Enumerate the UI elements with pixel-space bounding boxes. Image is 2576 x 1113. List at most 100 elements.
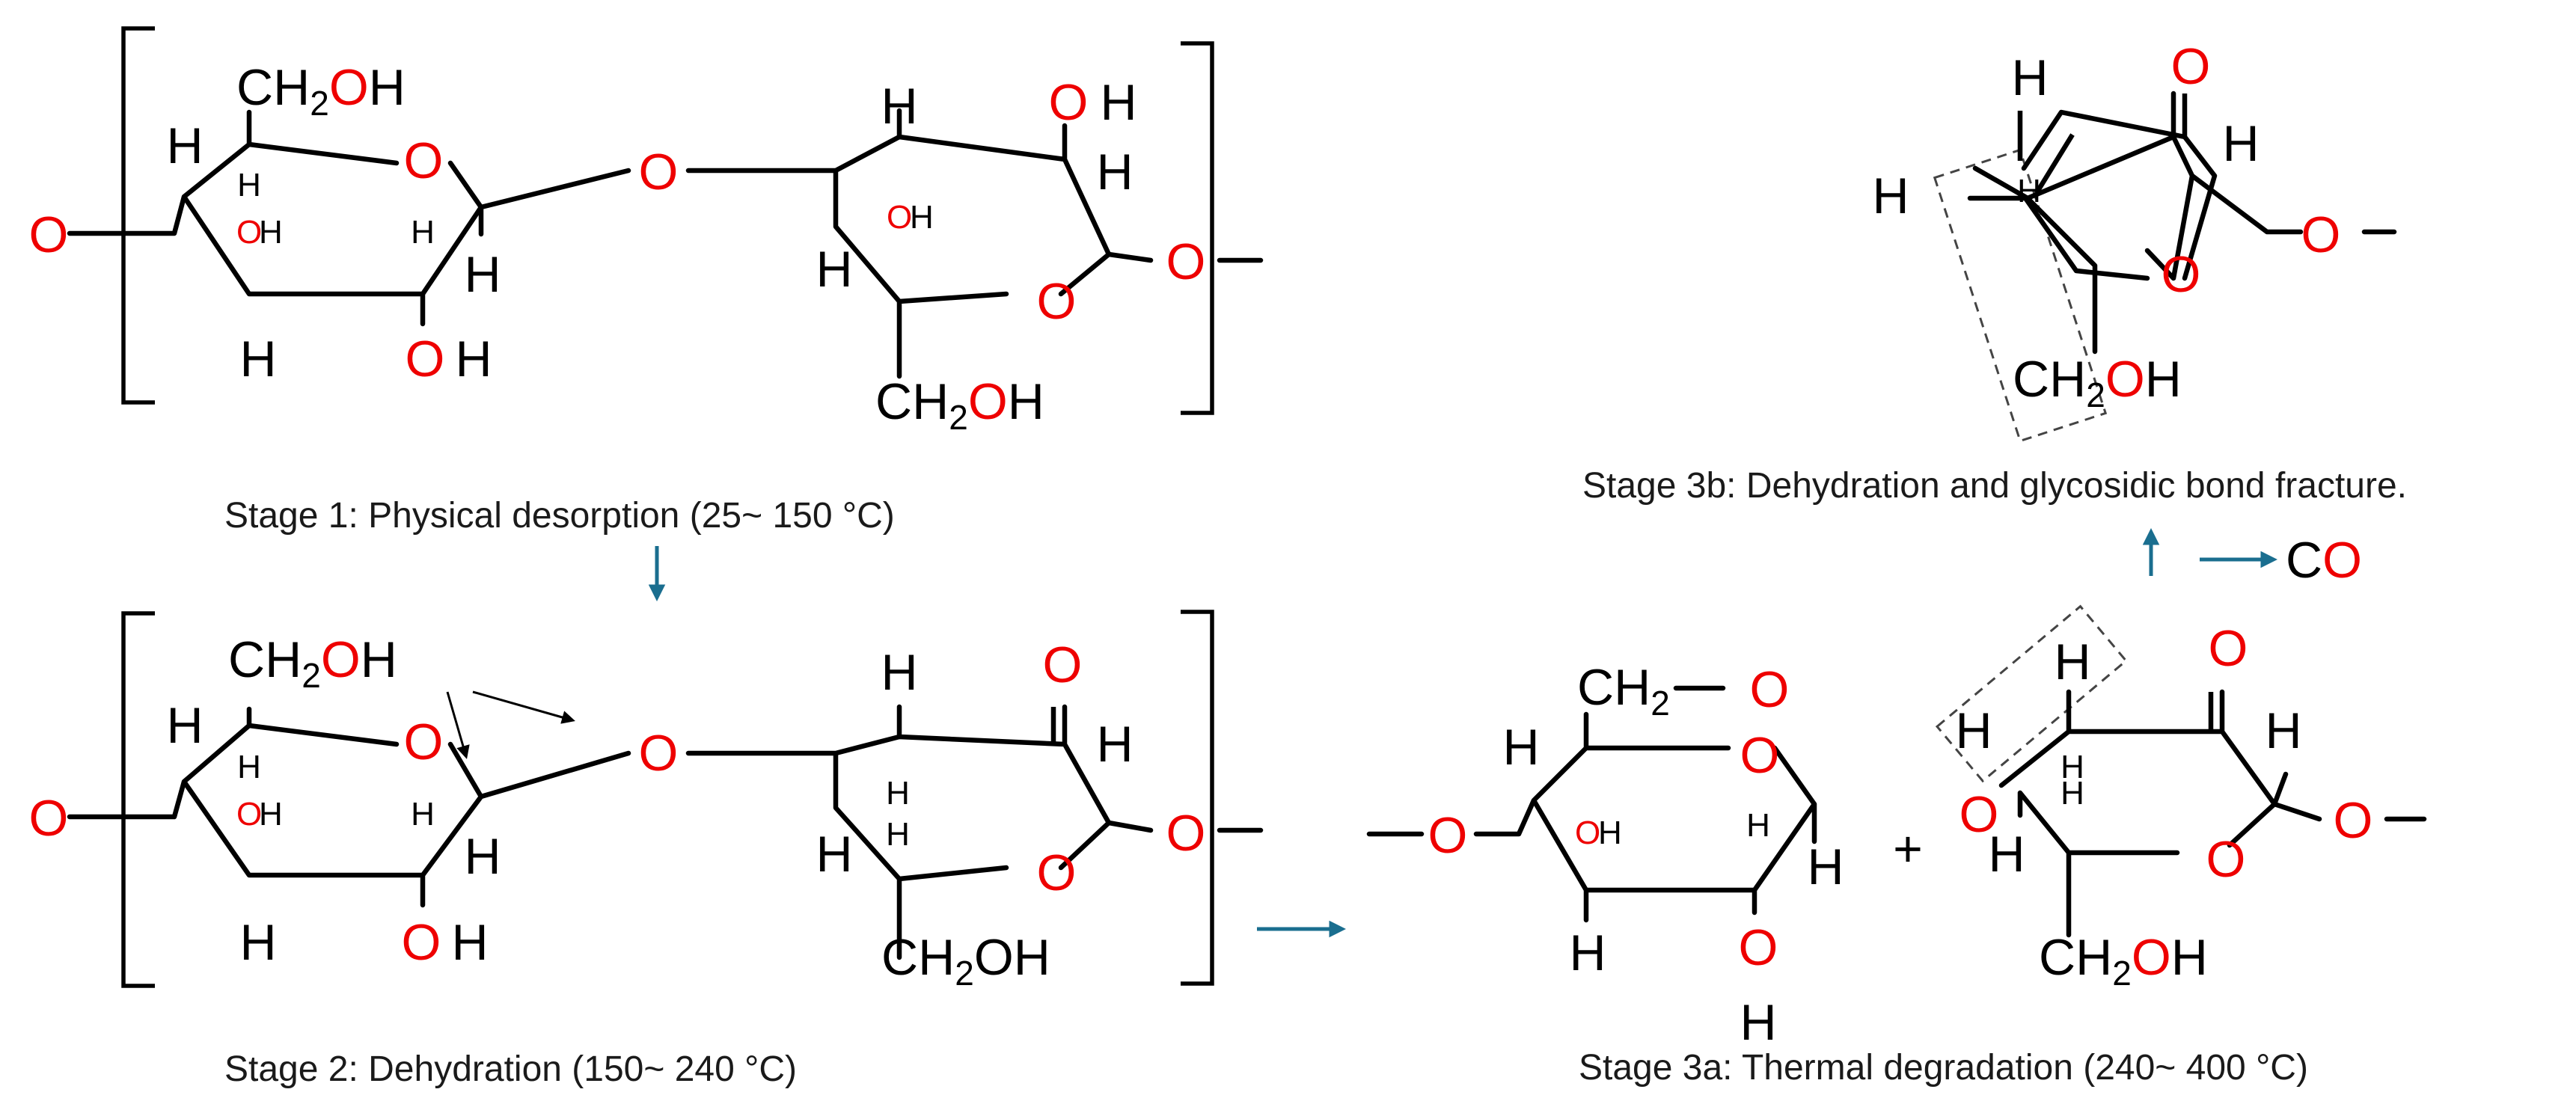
hydrogen-atom: H [411, 214, 435, 251]
carbonyl-oxygen: O [1043, 637, 1083, 693]
left-bracket [121, 26, 155, 405]
hydrogen-atom: H [2017, 173, 2041, 209]
hydrogen-atom: H [237, 749, 261, 785]
hydrogen-atom: H [2011, 49, 2048, 106]
glycosidic-oxygen: O [639, 144, 679, 200]
hydrogen-atom: H [2061, 749, 2084, 785]
hydrogen-atom: H [464, 246, 501, 303]
ring-oxygen: O [1740, 727, 1780, 784]
hydrogen-atom: H [237, 167, 261, 203]
hydroxyl-hydrogen: H [259, 796, 283, 833]
hydroxyl-hydrogen: H [1740, 994, 1776, 1051]
oxygen-atom-left-link: O [1428, 807, 1468, 864]
caption-stage3b: Stage 3b: Dehydration and glycosidic bon… [1582, 466, 2407, 506]
hydrogen-atom: H [1872, 168, 1909, 224]
hydrogen-atom: H [166, 117, 203, 174]
hydrogen-atom: H [886, 816, 910, 853]
hydrogen-atom: H [239, 331, 276, 387]
oxygen-atom-right-link: O [2334, 792, 2373, 849]
hydrogen-atom: H [1502, 719, 1539, 776]
hydrogen-atom: H [816, 241, 852, 298]
dashed-highlight-box [1933, 148, 2108, 443]
stage3a-levoglucosan: O H CH2 O O O H H H H O H [1366, 659, 1844, 1051]
left-bracket [121, 611, 155, 988]
hydrogen-atom: H [1569, 925, 1606, 981]
electron-arrow-1 [446, 691, 470, 759]
oxygen-atom-right-link: O [1166, 805, 1206, 862]
ring-oxygen-1: O [404, 132, 444, 189]
ring-oxygen: O [1037, 844, 1077, 901]
alkene-double-bond [2034, 133, 2075, 194]
ring-oxygen: O [404, 714, 444, 770]
hydrogen-atom: H [1746, 807, 1770, 844]
right-bracket [1181, 610, 1214, 986]
hydroxyl-oxygen: O [1959, 786, 1999, 843]
hydrogen-atom: H [881, 644, 917, 701]
caption-stage2: Stage 2: Dehydration (150~ 240 °C) [224, 1049, 797, 1089]
ch2oh-group: CH2OH [228, 631, 397, 695]
hydrogen-atom: H [2054, 634, 2090, 690]
hydroxyl-hydrogen: H [259, 214, 283, 251]
hydroxyl-oxygen: O [1575, 815, 1600, 851]
hydrogen-atom: H [1096, 716, 1133, 773]
hydroxyl-hydrogen: H [451, 914, 488, 971]
hydrogen-atom: H [886, 775, 910, 812]
ring-bonds [1998, 689, 2427, 938]
hydrogen-atom: H [2265, 702, 2301, 759]
hydroxyl-hydrogen: H [1100, 74, 1136, 131]
ch2oh-group: CH2OH [2039, 929, 2208, 993]
ch2oh-group: CH2OH [2013, 351, 2182, 414]
hydrogen-atom: H [816, 826, 852, 883]
stage2-structure: O H CH2OH O H O H H H H O H O H O H H H … [29, 610, 1264, 993]
hydrogen-atom: H [2061, 775, 2084, 812]
hydroxyl-hydrogen: H [455, 331, 492, 387]
hydrogen-atom: H [464, 828, 501, 885]
ring-oxygen-2: O [1037, 273, 1077, 330]
carbon-monoxide: CO [2286, 532, 2362, 589]
ring-bonds [1366, 685, 1817, 923]
ch2oh-group: CH2OH [881, 929, 1050, 993]
hydrogen-atom: H [881, 78, 917, 135]
ch2oh-group-ring1: CH2OH [236, 59, 406, 123]
caption-stage3a: Stage 3a: Thermal degradation (240~ 400 … [1579, 1048, 2308, 1088]
hydrogen-atom: H [1807, 838, 1844, 895]
ring-bonds [67, 704, 1264, 960]
hydrogen-atom: H [1988, 826, 2025, 883]
hydrogen-atom: H [411, 796, 435, 833]
electron-arrow-2 [472, 690, 575, 724]
ch2oh-group-ring2: CH2OH [875, 373, 1044, 437]
hydroxyl-oxygen: O [236, 796, 262, 833]
hydrogen-atom: H [239, 914, 276, 971]
hydroxyl-oxygen: O [402, 914, 441, 971]
bridge-oxygen: O [1750, 661, 1790, 718]
oxygen-atom-right-link: O [1166, 233, 1206, 290]
ring-oxygen: O [2206, 831, 2246, 888]
carbonyl-oxygen: O [2171, 38, 2211, 95]
carbonyl-oxygen: O [2209, 620, 2248, 677]
ring-oxygen: O [2162, 246, 2201, 303]
hydroxyl-oxygen: O [1739, 919, 1778, 976]
plus-sign: + [1893, 821, 1923, 877]
hydroxyl-oxygen: O [406, 331, 445, 387]
hydrogen-atom: H [1955, 702, 1992, 759]
hydrogen-atom: H [2222, 115, 2259, 172]
hydroxyl-oxygen: O [1049, 74, 1089, 131]
oxygen-atom-left-link: O [29, 790, 69, 847]
hydrogen-atom: H [166, 697, 203, 754]
caption-stage1: Stage 1: Physical desorption (25~ 150 °C… [224, 496, 895, 536]
stage1-structure: O H CH2OH O H O H H H H O H O H O H O H … [29, 26, 1264, 437]
hydroxyl-hydrogen: H [1598, 815, 1622, 851]
oxygen-atom-left-link: O [29, 206, 69, 263]
right-bracket [1181, 41, 1214, 415]
hydrogen-atom: H [1096, 144, 1133, 200]
stage3b-structure: H O H H H O O CH2OH [1872, 38, 2397, 443]
oxygen-atom-right-link: O [2301, 206, 2341, 263]
ch2-group: CH2 [1577, 659, 1670, 723]
dashed-highlight-box [1935, 604, 2128, 783]
ring1-bonds [67, 108, 1264, 379]
hydroxyl-oxygen: O [236, 214, 262, 251]
hydroxyl-oxygen: O [887, 199, 912, 236]
stage3a-second-product: H O H H H H O H O O CH2OH [1935, 604, 2427, 993]
glycosidic-oxygen: O [639, 725, 679, 782]
